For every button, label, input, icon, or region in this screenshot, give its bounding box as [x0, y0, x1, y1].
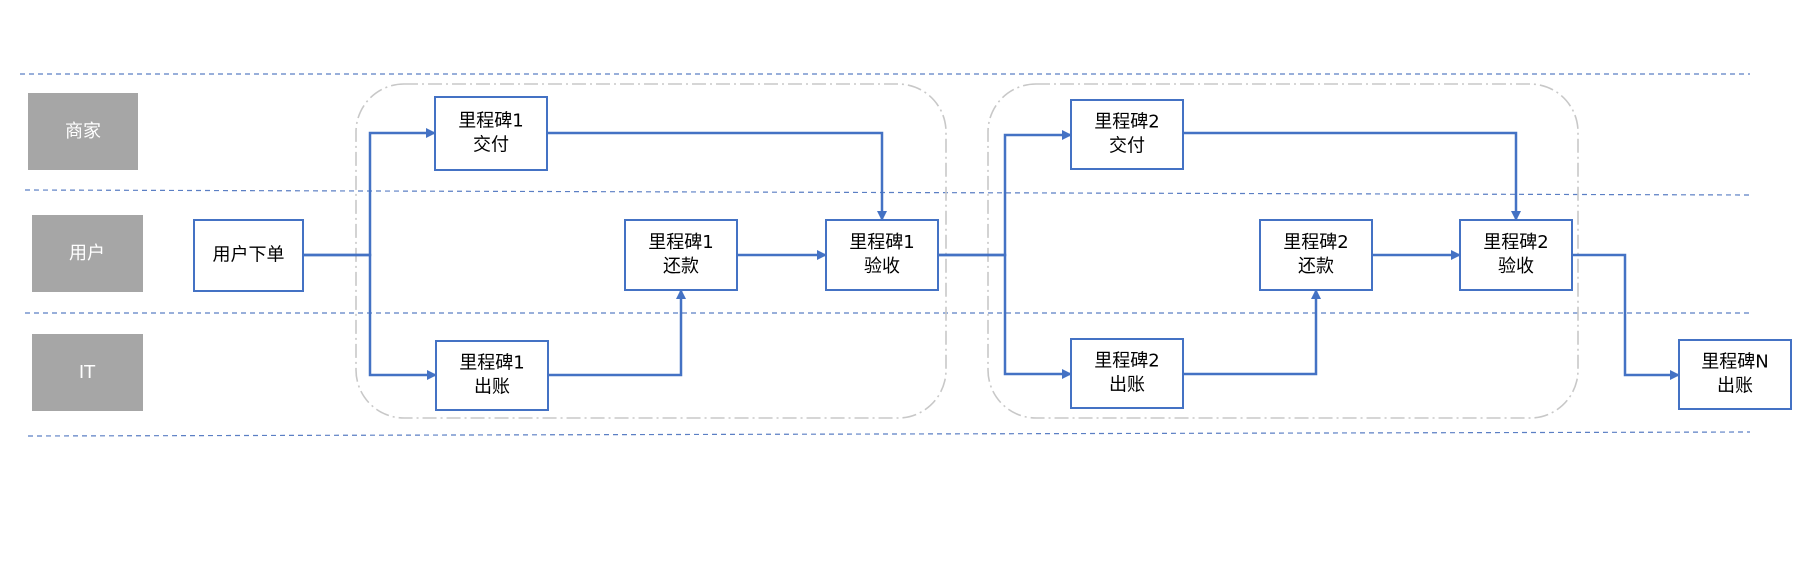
node-label-line-1: 里程碑1: [459, 353, 524, 374]
lane-labels: 商家 用户 IT: [28, 93, 143, 411]
edge-order-to-m1_bill: [303, 253, 437, 380]
node-label-line-2: 还款: [663, 256, 699, 277]
lane-label-merchant: 商家: [28, 93, 138, 170]
lane-label-user-text: 用户: [69, 243, 105, 264]
node-box: [1259, 219, 1373, 291]
lane-label-it-text: IT: [79, 362, 96, 383]
milestone-2-group: [987, 83, 1579, 419]
node-label-line-1: 里程碑2: [1483, 232, 1548, 253]
node-m1-accept: 里程碑1 验收: [825, 219, 939, 291]
lane-label-it: IT: [32, 334, 143, 411]
edge-m2_deliver-to-m2_accept: [1183, 131, 1521, 221]
node-mn-bill: 里程碑N 出账: [1678, 339, 1792, 410]
node-m2-repay: 里程碑2 还款: [1259, 219, 1373, 291]
node-box: [1070, 99, 1184, 170]
edge-m2_bill-to-m2_repay: [1183, 289, 1321, 376]
node-m1-repay: 里程碑1 还款: [624, 219, 738, 291]
flow-nodes: 用户下单里程碑1交付里程碑1出账里程碑1还款里程碑1验收里程碑2交付里程碑2出账…: [193, 96, 1792, 411]
node-label-line-1: 用户下单: [213, 245, 285, 266]
node-order: 用户下单: [193, 219, 304, 292]
edge-m1_accept-to-m2_deliver: [938, 130, 1072, 257]
node-label-line-2: 交付: [473, 135, 509, 156]
edge-m1_bill-to-m1_repay: [548, 289, 686, 377]
node-m2-deliver: 里程碑2 交付: [1070, 99, 1184, 170]
node-box: [1459, 219, 1573, 291]
lane-line-bottom: [27, 431, 1751, 437]
edge-m1_deliver-to-m1_accept: [547, 131, 887, 221]
node-m1-deliver: 里程碑1 交付: [434, 96, 548, 171]
node-label-line-1: 里程碑1: [458, 111, 523, 132]
node-label-line-2: 验收: [1498, 256, 1534, 277]
node-label-line-2: 出账: [1717, 376, 1753, 397]
node-box: [1678, 339, 1792, 410]
node-label-line-1: 里程碑1: [648, 232, 713, 253]
edge-m2_accept-to-mn_bill: [1572, 253, 1680, 380]
node-m2-bill: 里程碑2 出账: [1070, 338, 1184, 409]
node-box: [825, 219, 939, 291]
node-box: [434, 96, 548, 171]
edge-m1_accept-to-m2_bill: [938, 253, 1072, 379]
lane-line-1: [24, 189, 1751, 196]
node-label-line-2: 出账: [1109, 375, 1145, 396]
node-m2-accept: 里程碑2 验收: [1459, 219, 1573, 291]
node-box: [193, 219, 304, 292]
node-m1-bill: 里程碑1 出账: [435, 340, 549, 411]
node-label-line-1: 里程碑2: [1283, 232, 1348, 253]
node-label-line-1: 里程碑1: [849, 232, 914, 253]
flow-edges: [303, 128, 1680, 380]
node-label-line-2: 出账: [474, 377, 510, 398]
node-label-line-2: 交付: [1109, 136, 1145, 157]
edge-order-to-m1_deliver: [303, 128, 436, 257]
node-label-line-1: 里程碑2: [1094, 112, 1159, 133]
node-box: [435, 340, 549, 411]
milestone-1-group: [355, 83, 947, 419]
node-label-line-2: 还款: [1298, 256, 1334, 277]
lane-label-merchant-text: 商家: [65, 121, 101, 142]
node-label-line-1: 里程碑N: [1701, 352, 1768, 373]
node-box: [624, 219, 738, 291]
node-label-line-1: 里程碑2: [1094, 351, 1159, 372]
lane-separators: [20, 73, 1751, 437]
node-label-line-2: 验收: [864, 256, 900, 277]
lane-label-user: 用户: [32, 215, 143, 292]
node-box: [1070, 338, 1184, 409]
